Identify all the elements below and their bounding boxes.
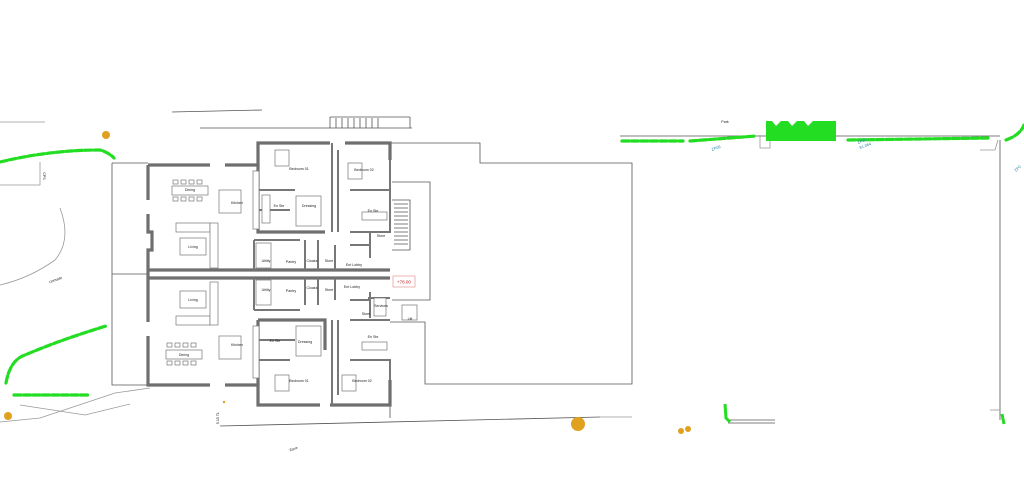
room-label-ent-lobby: Ent Lobby [344,285,360,289]
top-note-label: Park [721,120,729,124]
room-label-cloaks: Cloaks [307,259,318,263]
room-label-store: Store [325,288,334,292]
furniture [165,149,418,392]
room-label-services: Services [374,304,388,308]
room-label-kitchen: Kitchen [231,343,243,347]
level-note-label: 5.15 TL [216,412,220,424]
room-label-store-2: Store [377,234,386,238]
room-label-store: Store [325,259,334,263]
hedge-right-edge [1000,413,1006,425]
room-label-dining: Dining [185,188,195,192]
room-label-dressing: Dressing [302,204,316,208]
lower-unit-labels: Living Dining Kitchen En Ste Dressing Be… [179,285,413,383]
hedge-block [766,121,836,141]
tree-ref-label: ZP05 [857,137,868,145]
hedge-top-left [0,148,116,164]
upper-unit-labels: Dining Kitchen Living Bedroom 01 Bedroom… [185,167,385,267]
cps-label: CPS [42,172,46,180]
tree-icon [222,400,226,404]
eaves-label: Eave [289,446,298,453]
room-label-dining: Dining [179,353,189,357]
room-label-lift: Lift [408,317,413,321]
hedge-top-right-1 [620,134,758,143]
site-lines [0,109,1001,427]
tree-icon [685,426,691,432]
hedge-top-right-2 [846,136,992,142]
room-label-store-2: Store [362,312,371,316]
trees [4,131,691,434]
tree-icon [4,412,12,420]
room-label-cloaks: Cloaks [307,286,318,290]
site-labels: CPS Unmade 5.15 TL Eave Park ZP06 ZP05 8… [42,120,1022,452]
room-label-en-suite: En Ste [270,339,281,343]
room-label-living: Living [188,298,197,302]
room-label-ent-lobby: Ent Lobby [346,263,362,267]
room-label-pantry: Pantry [286,289,297,293]
tree-icon [102,131,110,139]
room-label-en-suite-2: En Ste [368,209,379,213]
tree-icon [571,417,585,431]
room-label-bedroom-01: Bedroom 01 [289,167,309,171]
building-walls [146,141,392,407]
hedges [0,121,1024,425]
hedge-bottom-left [4,324,108,385]
hedge-right-curve [1004,123,1024,142]
room-label-utility: Utility [262,288,271,292]
room-label-en-suite-2: En Ste [368,335,379,339]
room-label-bedroom-02: Bedroom 02 [354,168,374,172]
unmade-label: Unmade [49,276,63,284]
hedge-corner [723,403,732,424]
tree-ref-label: ZP0 [1013,163,1022,172]
level-tag: +78.00 [392,275,416,288]
tree-icon [678,428,684,434]
room-label-living: Living [188,245,197,249]
tree-ref-value: 81.064 [859,141,873,150]
level-tag-text: +78.00 [397,280,411,285]
room-label-bedroom-01: Bedroom 01 [289,379,309,383]
room-label-bedroom-02: Bedroom 02 [352,379,372,383]
room-label-kitchen: Kitchen [231,201,243,205]
room-label-en-suite: En Ste [274,204,285,208]
tree-ref-label: ZP06 [711,144,722,152]
room-label-utility: Utility [262,259,271,263]
room-label-dressing: Dressing [298,340,312,344]
room-label-pantry: Pantry [286,260,297,264]
